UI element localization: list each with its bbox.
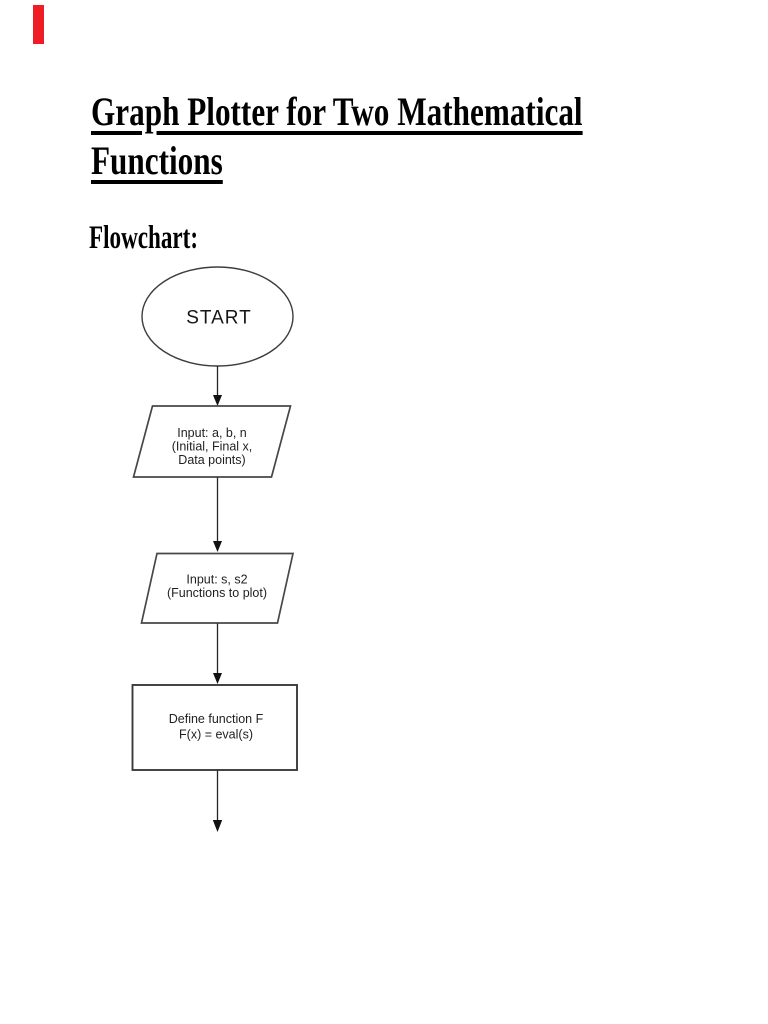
input2-node-line1: Input: s, s2 [186,573,247,587]
bookmark-ribbon [33,5,44,44]
input1-node-line3: Data points) [178,453,245,467]
define-node-line2: F(x) = eval(s) [179,728,253,742]
page-title: Graph Plotter for Two Mathematical Funct… [91,89,583,183]
input2-node-parallelogram [140,552,295,624]
arrowhead-icon [212,820,223,832]
start-node-label: START [186,308,252,329]
arrowhead-icon [213,541,222,552]
input2-node-line2: (Functions to plot) [167,586,267,600]
input1-node-parallelogram [132,405,292,478]
define-node-rectangle [131,684,298,771]
define-node-line1: Define function F [169,712,264,726]
arrowhead-icon [213,395,222,406]
flowchart-heading: Flowchart: [89,220,199,256]
arrowhead-icon [213,673,222,684]
input1-node-line1: Input: a, b, n [177,426,247,440]
input1-node-line2: (Initial, Final x, [172,440,253,454]
